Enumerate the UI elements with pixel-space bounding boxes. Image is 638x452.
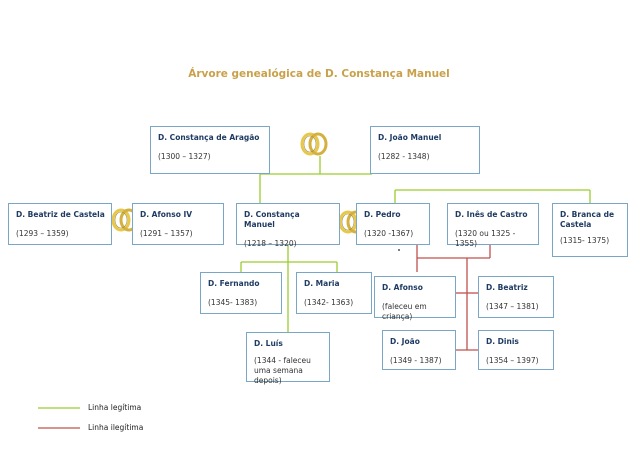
person-dates: (1349 - 1387)	[390, 356, 442, 366]
person-dinis: D. Dinis (1354 – 1397)	[478, 330, 554, 370]
person-name: D. Pedro	[364, 210, 401, 219]
person-name: D. João Manuel	[378, 133, 442, 142]
person-constanca-aragao: D. Constança de Aragão (1300 – 1327)	[150, 126, 270, 174]
person-afonso: D. Afonso (faleceu em criança)	[374, 276, 456, 321]
person-name: D. Beatriz de Castela	[16, 210, 105, 219]
person-dates: (1354 – 1397)	[486, 356, 539, 366]
person-name: D. Branca de Castela	[560, 210, 615, 230]
person-beatriz: D. Beatriz (1347 – 1381)	[478, 276, 554, 318]
legend-legit-label: Linha legítima	[88, 403, 142, 412]
person-fernando: D. Fernando (1345- 1383)	[200, 272, 282, 314]
legit-lines	[38, 156, 591, 409]
person-dates: (1320 ou 1325 - 1355)	[455, 229, 516, 249]
person-name: D. Maria	[304, 279, 340, 288]
person-dates: (1282 - 1348)	[378, 152, 430, 162]
person-name: D. Afonso IV	[140, 210, 193, 219]
person-dates: (1320 -1367)	[364, 229, 414, 239]
person-branca-castela: D. Branca de Castela (1315- 1375)	[552, 203, 628, 257]
person-dates: (1300 – 1327)	[158, 152, 211, 162]
person-ines-castro: D. Inês de Castro (1320 ou 1325 - 1355)	[447, 203, 539, 248]
person-luis: D. Luís (1344 - faleceu uma semana depoi…	[246, 332, 330, 385]
legend-illegit-label: Linha ilegítima	[88, 423, 144, 432]
person-name: D. Afonso	[382, 283, 423, 292]
person-name: D. Constança Manuel	[244, 210, 300, 230]
person-name: D. Luís	[254, 339, 283, 348]
person-dates: (1342- 1363)	[304, 298, 354, 308]
stray-dot	[398, 249, 400, 251]
person-name: D. Beatriz	[486, 283, 528, 292]
person-constanca-manuel: D. Constança Manuel (1218 – 1320)	[236, 203, 340, 248]
person-name: D. Constança de Aragão	[158, 133, 260, 142]
illegit-lines	[38, 245, 491, 429]
person-dates: (1315- 1375)	[560, 236, 610, 246]
person-joao: D. João (1349 - 1387)	[382, 330, 456, 370]
wedding-rings-icon	[300, 132, 328, 156]
person-dates: (1218 – 1320)	[244, 239, 297, 249]
person-pedro: D. Pedro (1320 -1367)	[356, 203, 430, 245]
person-afonso-iv: D. Afonso IV (1291 – 1357)	[132, 203, 224, 245]
person-name: D. Dinis	[486, 337, 519, 346]
person-beatriz-castela: D. Beatriz de Castela (1293 – 1359)	[8, 203, 112, 245]
person-dates: (1347 – 1381)	[486, 302, 539, 312]
person-dates: (faleceu em criança)	[382, 302, 427, 322]
page-title: Árvore genealógica de D. Constança Manue…	[188, 68, 450, 80]
person-name: D. João	[390, 337, 420, 346]
person-dates: (1344 - faleceu uma semana depois)	[254, 356, 311, 386]
person-name: D. Fernando	[208, 279, 260, 288]
person-maria: D. Maria (1342- 1363)	[296, 272, 372, 314]
person-dates: (1291 – 1357)	[140, 229, 193, 239]
person-name: D. Inês de Castro	[455, 210, 528, 219]
person-dates: (1345- 1383)	[208, 298, 258, 308]
person-dates: (1293 – 1359)	[16, 229, 69, 239]
person-joao-manuel: D. João Manuel (1282 - 1348)	[370, 126, 480, 174]
